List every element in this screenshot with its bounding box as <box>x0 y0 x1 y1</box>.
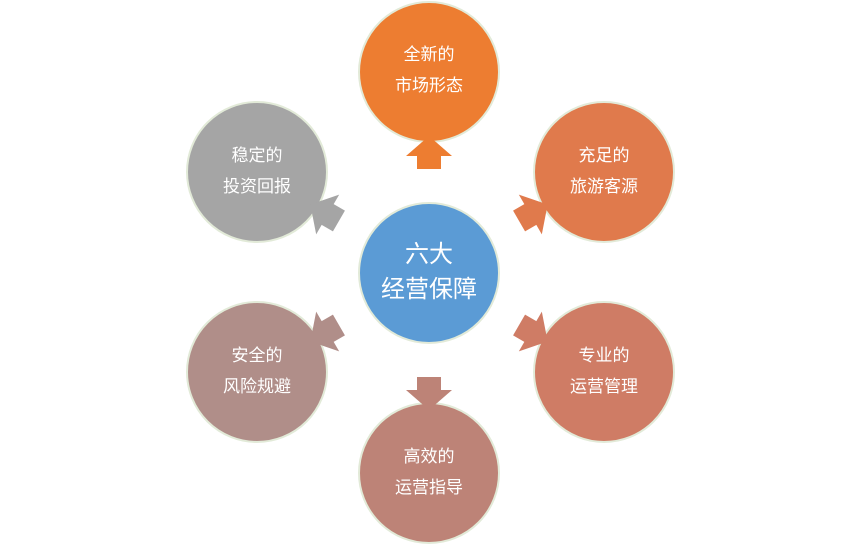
center-node-circle <box>358 202 500 344</box>
arrow-to-tourists <box>513 194 548 235</box>
node-guidance-line1: 高效的 <box>404 447 455 467</box>
node-return-line2: 投资回报 <box>223 177 291 197</box>
node-market-circle <box>358 1 500 143</box>
node-guidance: 高效的 运营指导 <box>358 402 500 544</box>
node-market: 全新的 市场形态 <box>358 1 500 143</box>
node-market-line2: 市场形态 <box>395 76 463 96</box>
node-risk-line2: 风险规避 <box>223 377 291 397</box>
node-tourists: 充足的 旅游客源 <box>533 101 675 243</box>
node-risk-line1: 安全的 <box>232 346 283 366</box>
node-risk: 安全的 风险规避 <box>186 301 328 443</box>
node-operation: 专业的 运营管理 <box>533 301 675 443</box>
arrow-to-operation <box>513 311 548 352</box>
node-risk-circle <box>186 301 328 443</box>
node-operation-line1: 专业的 <box>579 346 630 366</box>
arrows <box>310 136 548 410</box>
arrow-to-market <box>406 136 452 169</box>
node-guidance-circle <box>358 402 500 544</box>
node-tourists-line2: 旅游客源 <box>570 177 638 197</box>
node-tourists-line1: 充足的 <box>579 146 630 166</box>
arrow-to-return <box>310 194 345 235</box>
node-tourists-circle <box>533 101 675 243</box>
arrow-to-guidance <box>406 377 452 410</box>
node-market-line1: 全新的 <box>404 45 455 65</box>
center-line1: 六大 <box>405 240 453 268</box>
node-operation-circle <box>533 301 675 443</box>
center-line2: 经营保障 <box>381 275 477 303</box>
center-node: 六大 经营保障 <box>358 202 500 344</box>
node-guidance-line2: 运营指导 <box>395 478 463 498</box>
node-return-circle <box>186 101 328 243</box>
arrow-to-risk <box>310 311 345 352</box>
node-operation-line2: 运营管理 <box>570 377 638 397</box>
node-return: 稳定的 投资回报 <box>186 101 328 243</box>
node-return-line1: 稳定的 <box>232 146 283 166</box>
